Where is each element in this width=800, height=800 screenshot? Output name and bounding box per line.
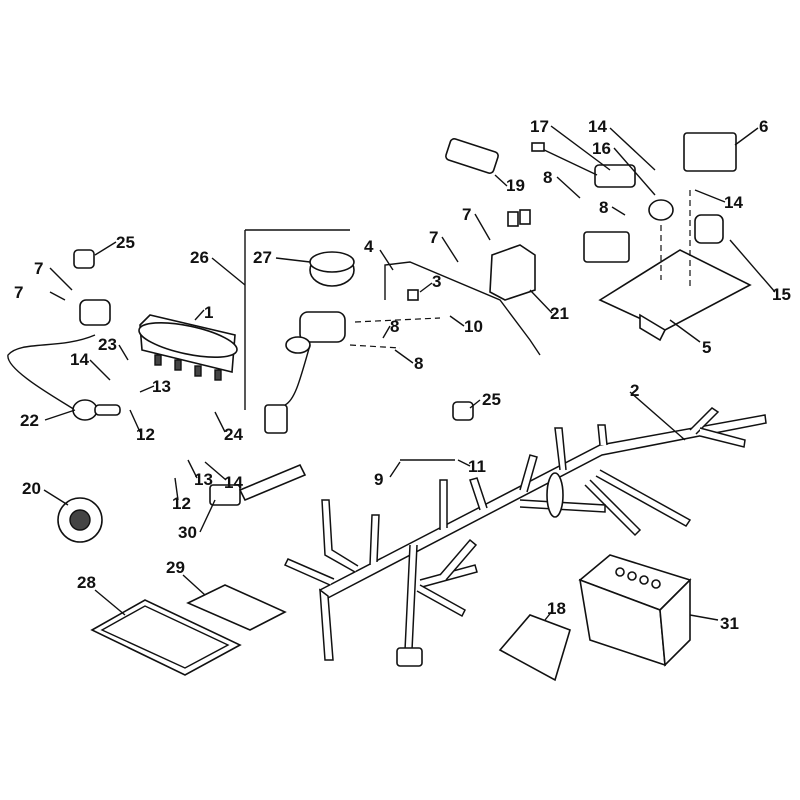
fuse-box-tray [583,132,752,342]
connector-30 [209,463,307,506]
instrument-cluster [138,314,238,381]
callout-12b: 12 [172,494,191,513]
callout-16: 16 [592,139,611,158]
callout-25b: 25 [482,390,501,409]
callout-labels: 1 2 3 4 5 6 7 7 7 7 8 8 8 8 9 10 11 12 1… [14,117,791,633]
callout-11: 11 [468,457,486,476]
callout-9: 9 [374,470,383,489]
part-18 [498,614,571,682]
callout-21: 21 [550,304,569,323]
regulator [489,209,536,301]
callout-17: 17 [530,117,549,136]
callout-6: 6 [759,117,768,136]
callout-29: 29 [166,558,185,577]
callout-1: 1 [204,303,213,322]
callout-22: 22 [20,411,39,430]
callout-26: 26 [190,248,209,267]
callout-8c: 8 [543,168,552,187]
callout-14b: 14 [224,473,243,492]
leader-lines [43,125,776,621]
callout-8d: 8 [599,198,608,217]
callout-3: 3 [432,272,441,291]
callout-28: 28 [77,573,96,592]
callout-4: 4 [364,237,374,256]
callout-5: 5 [702,338,711,357]
battery [578,554,692,667]
callout-27: 27 [253,248,272,267]
callout-2: 2 [630,381,639,400]
callout-12a: 12 [136,425,155,444]
wire-4 [384,261,541,356]
callout-14d: 14 [724,193,743,212]
horn [57,497,103,543]
socket-upper [73,249,95,269]
callout-7a: 7 [34,259,43,278]
callout-8a: 8 [390,317,399,336]
callout-13b: 13 [194,470,213,489]
callout-14a: 14 [70,350,89,369]
relay-17 [594,164,636,188]
speedometer-cable [7,299,121,421]
callout-8b: 8 [414,354,423,373]
callout-14c: 14 [588,117,607,136]
callout-23: 23 [98,335,117,354]
callout-7c: 7 [462,205,471,224]
socket-middle [452,401,474,421]
callout-7d: 7 [429,228,438,247]
callout-15: 15 [772,285,791,304]
callout-18: 18 [547,599,566,618]
callout-24: 24 [224,425,243,444]
callout-30: 30 [178,523,197,542]
callout-25a: 25 [116,233,135,252]
callout-7b: 7 [14,283,23,302]
wiring-harness [283,407,767,667]
clip-3 [407,289,419,301]
assembly-bracket-26 [244,229,350,410]
part-19 [445,138,499,174]
callout-13a: 13 [152,377,171,396]
callout-19: 19 [506,176,525,195]
pad-29 [186,584,287,631]
callout-31: 31 [720,614,739,633]
pad-28 [90,599,242,676]
ignition-switch [264,251,355,434]
callout-10: 10 [464,317,483,336]
callout-20: 20 [22,479,41,498]
